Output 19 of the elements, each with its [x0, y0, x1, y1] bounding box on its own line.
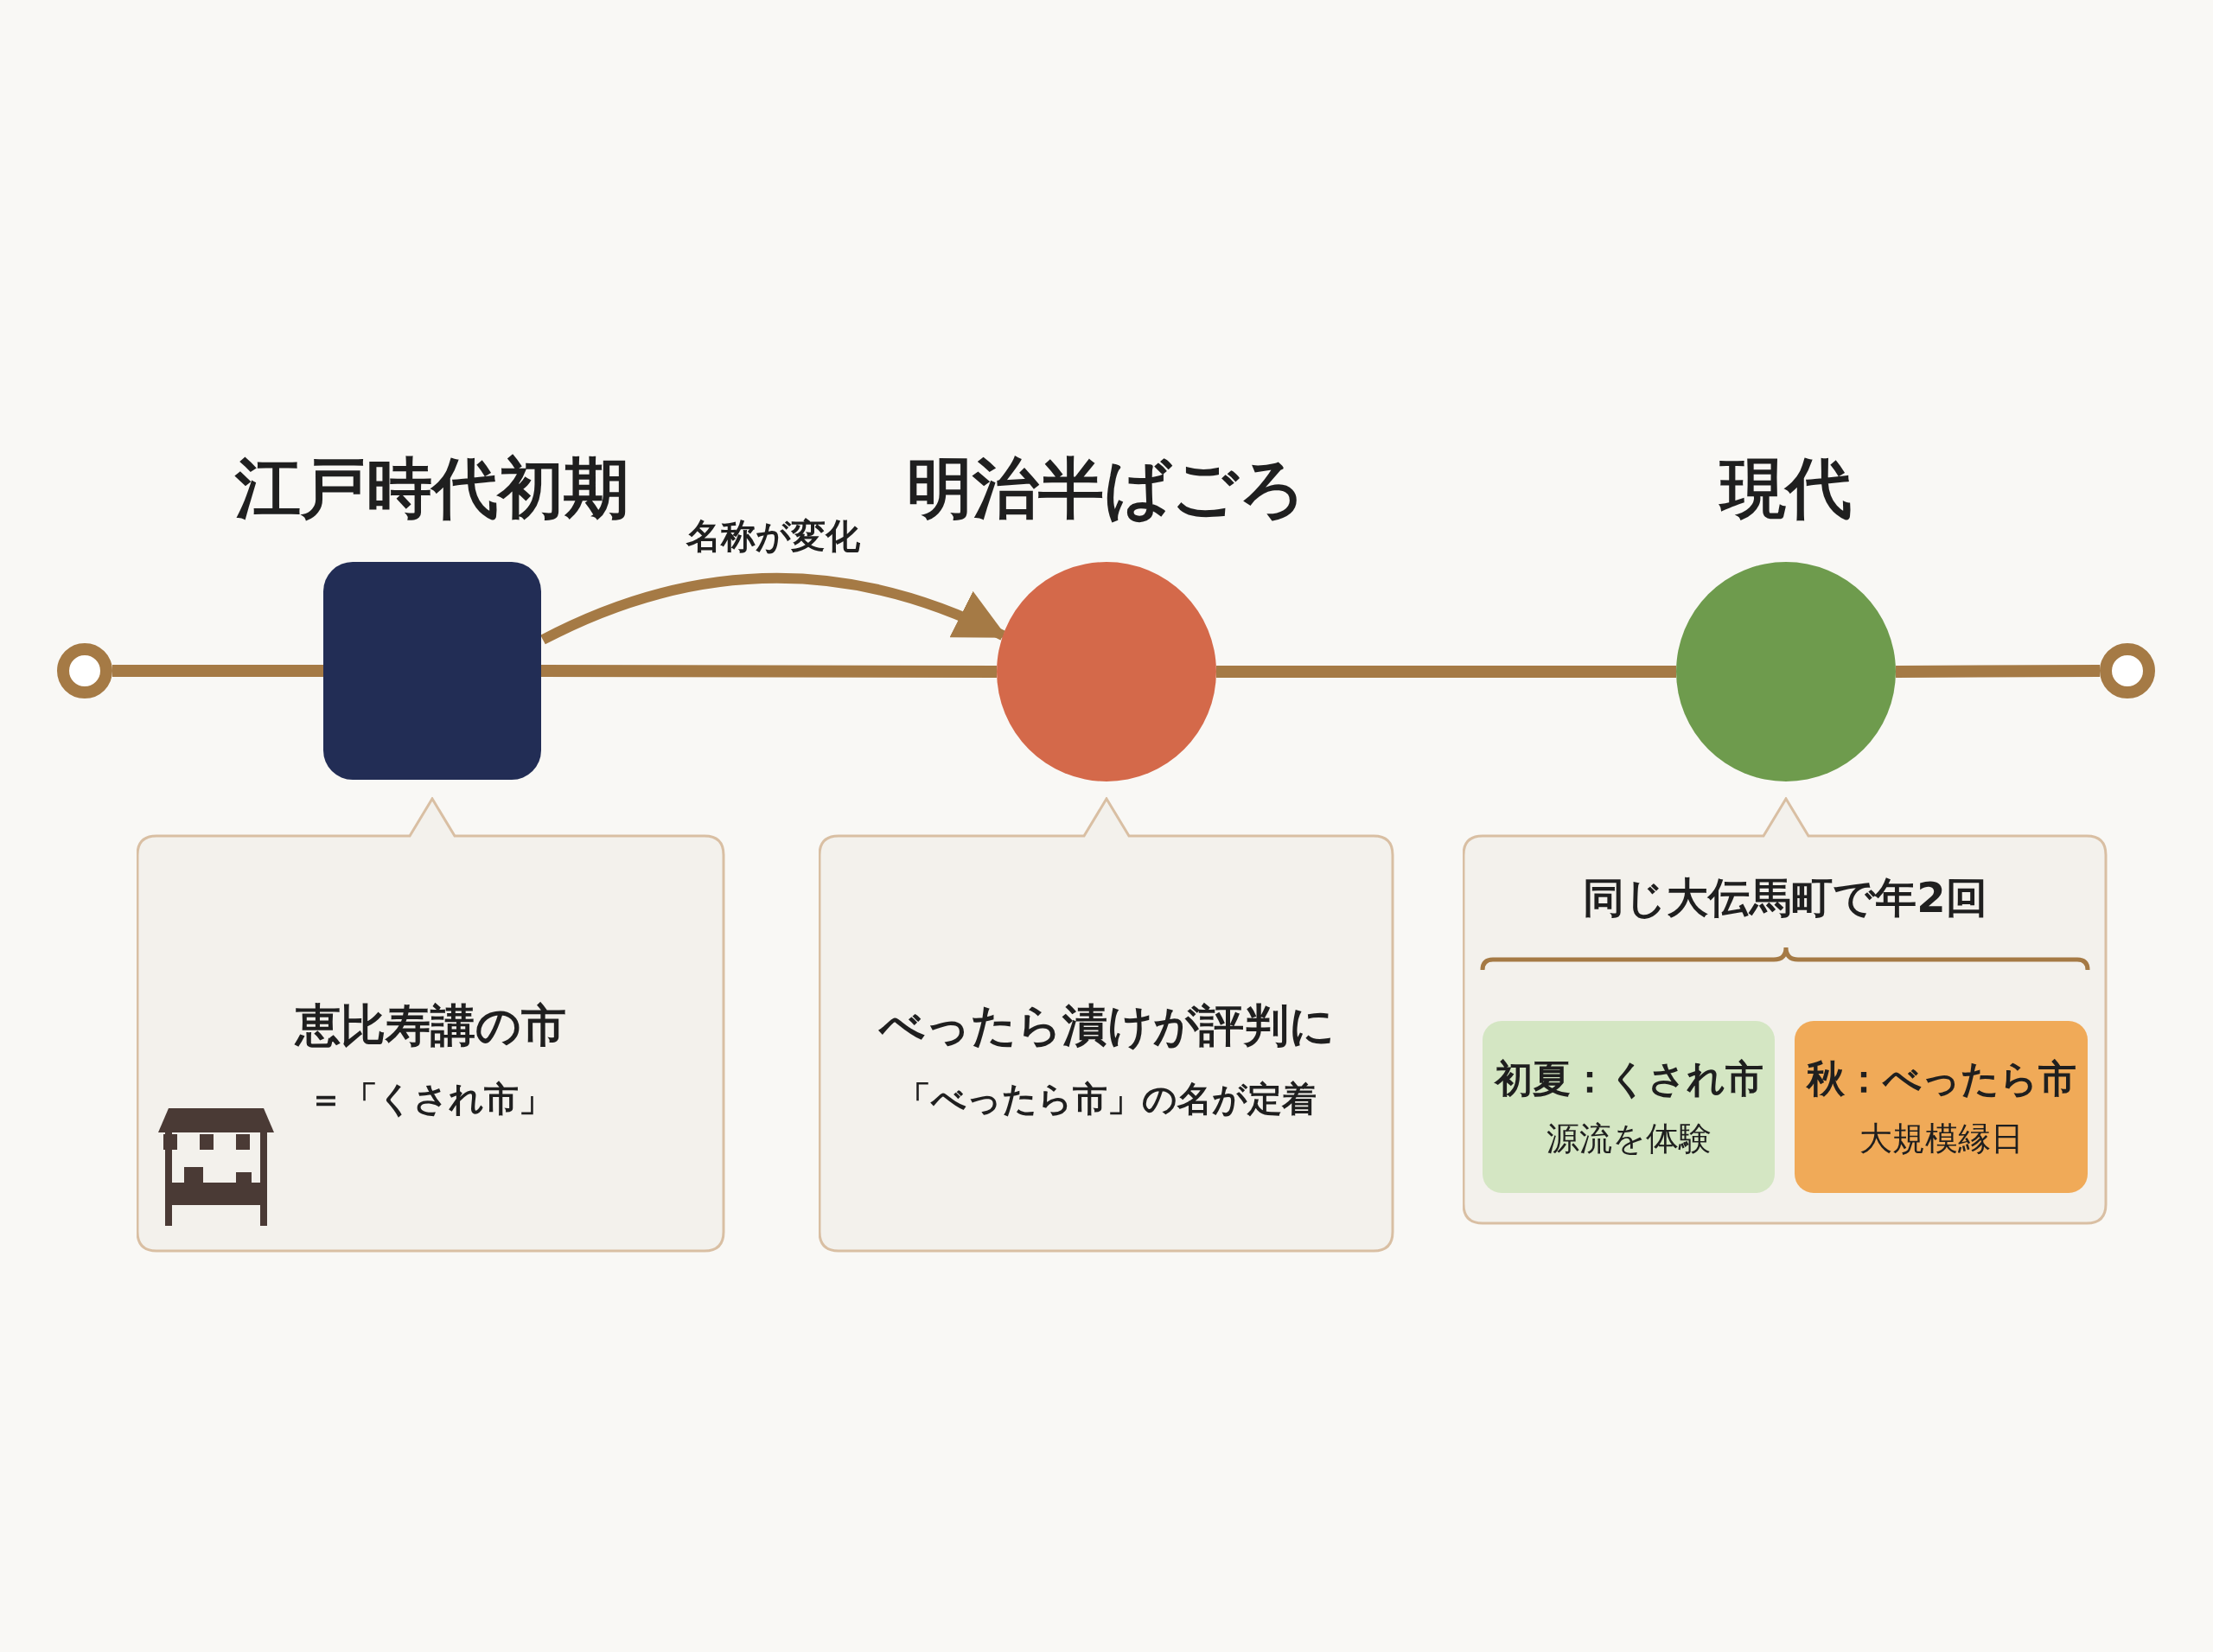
event-note: 源流を体験 [1546, 1118, 1712, 1159]
timeline-line [112, 665, 323, 677]
season-card [1483, 1021, 1775, 1193]
season-card [1795, 1021, 2088, 1193]
event-note: 大規模縁日 [1859, 1118, 2024, 1159]
callout-title: 同じ大伝馬町で年2回 [1582, 872, 1988, 923]
timeline-line [1895, 665, 2101, 678]
event-title: 初夏：くされ市 [1494, 1055, 1763, 1102]
timeline-line [1216, 666, 1676, 678]
period-heading: 明治半ばごろ [906, 449, 1307, 528]
period-heading: 江戸時代初期 [233, 449, 630, 528]
event-title: 秋：べったら市 [1806, 1055, 2076, 1102]
timeline-line [541, 665, 997, 678]
callout-title: べったら漬けが評判に [877, 998, 1336, 1053]
period-heading: 現代 [1718, 449, 1853, 528]
callout-text: ＝「くされ市」 [308, 1078, 554, 1120]
callout-title: 恵比寿講の市 [293, 998, 567, 1053]
timeline-end-circle [57, 643, 112, 698]
callout-text: 「べったら市」の名が定着 [896, 1078, 1317, 1120]
